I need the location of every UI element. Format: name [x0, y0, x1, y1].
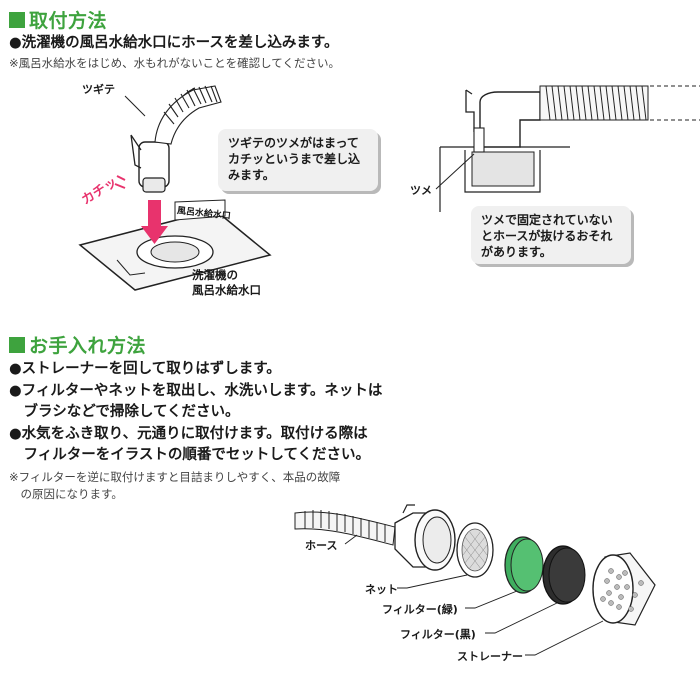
maintenance-step: フィルターをイラストの順番でセットしてください。 [9, 447, 371, 463]
maintenance-step: ●ストレーナーを回して取りはずします。 [9, 361, 281, 377]
tsugite-label: ツギテ [82, 83, 115, 96]
insertion-callout: ツギテのツメがはまって カチッというまで差し込 みます。 [218, 129, 378, 191]
net-label: ネット [365, 583, 398, 596]
filter-black-label: フィルター(黒) [400, 628, 476, 641]
parts-exploded-diagram: ホース ネット フィルター(緑) フィルター(黒) ストレーナー [294, 495, 700, 684]
insertion-diagram: ツギテ カチッ 風呂水給水口 洗濯機の 風呂水給水口 [75, 80, 375, 310]
section-heading-maintenance: お手入れ方法 [9, 331, 146, 358]
heading-square-icon [9, 11, 25, 28]
filter-green-label: フィルター(緑) [382, 603, 458, 616]
maintenance-step: ●水気をふき取り、元通りに取付けます。取付ける際は [9, 426, 368, 442]
maintenance-step: ブラシなどで掃除してください。 [9, 404, 240, 420]
callout-line: とホースが抜けるおそれ [481, 229, 613, 243]
cross-section-illustration [435, 85, 700, 212]
port-label: 洗濯機の 風呂水給水口 [192, 268, 261, 298]
strainer-label: ストレーナー [457, 650, 523, 663]
heading-text: 取付方法 [29, 10, 108, 32]
parts-illustration [294, 504, 656, 656]
port-label-line1: 洗濯機の [192, 268, 238, 282]
port-label-line2: 風呂水給水口 [192, 283, 261, 297]
callout-line: みます。 [228, 168, 275, 182]
callout-line: があります。 [481, 245, 552, 259]
maintenance-note-line2: の原因になります。 [9, 487, 123, 501]
install-instruction: ●洗濯機の風呂水給水口にホースを差し込みます。 [9, 35, 339, 51]
maintenance-step: ●フィルターやネットを取出し、水洗いします。ネットは [9, 383, 383, 399]
hose-label: ホース [305, 539, 338, 552]
insertion-illustration [78, 85, 272, 291]
cross-section-diagram: ツメ [410, 72, 700, 212]
tsume-label: ツメ [410, 184, 432, 197]
maintenance-note-line1: ※フィルターを逆に取付けますと目詰まりしやすく、本品の故障 [9, 470, 341, 484]
callout-line: ツギテのツメがはまって [228, 136, 359, 150]
callout-line: カチッというまで差し込 [228, 152, 361, 166]
heading-square-icon [9, 336, 25, 353]
section-heading-installation: 取付方法 [9, 6, 107, 33]
install-note: ※風呂水給水をはじめ、水もれがないことを確認してください。 [9, 56, 340, 70]
heading-text: お手入れ方法 [29, 335, 147, 357]
callout-line: ツメで固定されていない [481, 213, 613, 227]
click-mark-icon [114, 175, 126, 189]
warning-callout: ツメで固定されていない とホースが抜けるおそれ があります。 [471, 206, 631, 264]
